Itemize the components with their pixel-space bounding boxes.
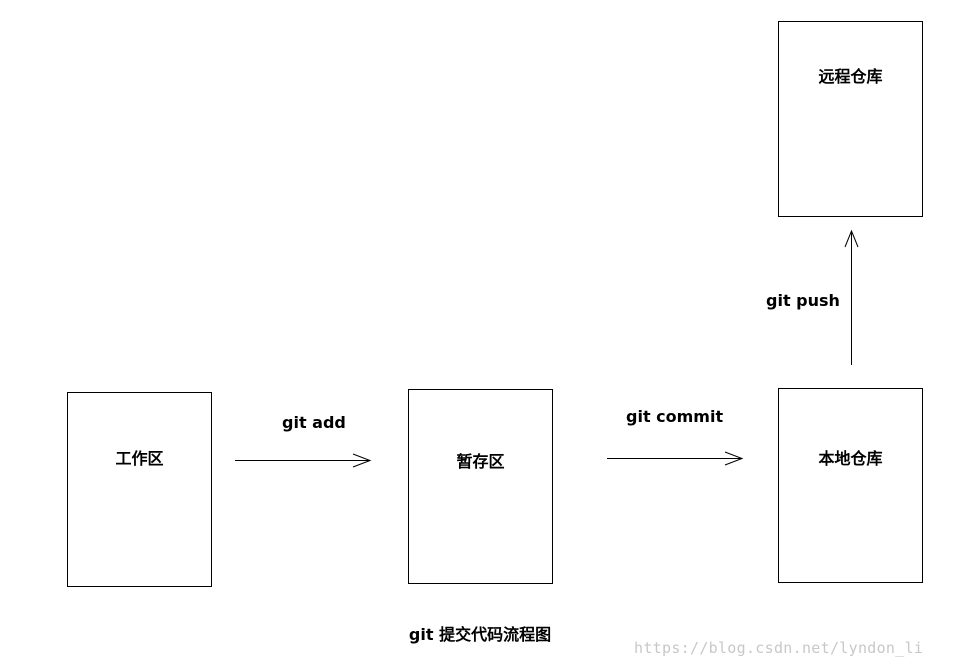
local-repo-box: 本地仓库 <box>778 388 923 583</box>
staging-label: 暂存区 <box>456 452 505 471</box>
watermark-url: https://blog.csdn.net/lyndon_li <box>634 639 924 657</box>
diagram-caption: git 提交代码流程图 <box>408 625 552 644</box>
workspace-label: 工作区 <box>115 449 164 468</box>
remote-repo-label: 远程仓库 <box>818 67 883 86</box>
workspace-box: 工作区 <box>67 392 212 587</box>
git-push-label: git push <box>766 291 840 310</box>
git-commit-arrow <box>607 451 744 466</box>
git-push-arrow <box>844 229 859 365</box>
remote-repo-box: 远程仓库 <box>778 21 923 217</box>
git-commit-label: git commit <box>626 407 724 426</box>
git-add-arrow <box>235 453 372 468</box>
git-add-label: git add <box>282 413 346 432</box>
local-repo-label: 本地仓库 <box>818 449 883 468</box>
staging-box: 暂存区 <box>408 389 553 584</box>
